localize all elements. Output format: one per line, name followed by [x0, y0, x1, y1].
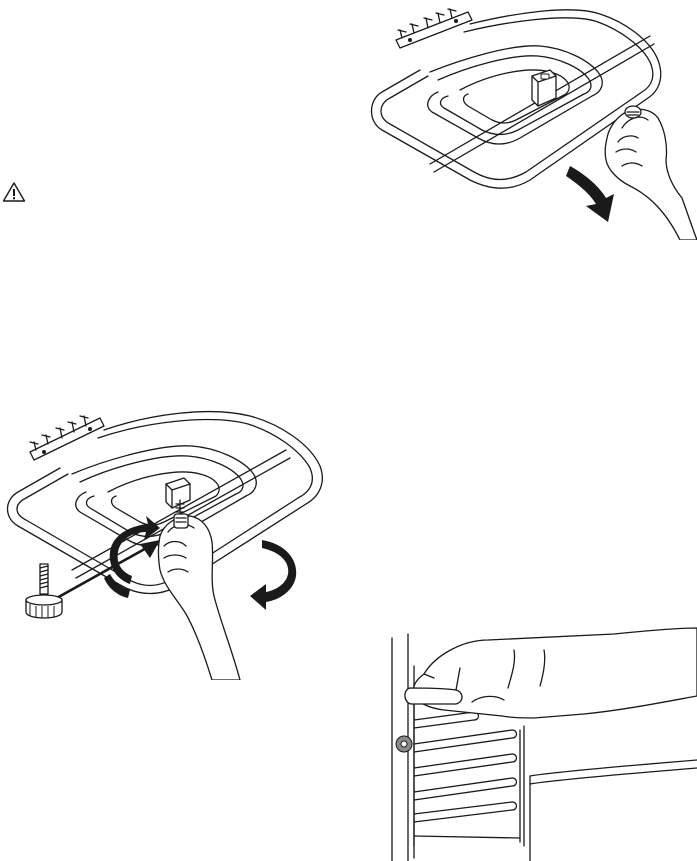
- heating-element-screw-fixing-illustration: [0, 400, 335, 680]
- warning-triangle-icon: [2, 181, 26, 203]
- hand-illustration: [159, 514, 241, 680]
- terminal-plate: [30, 416, 104, 460]
- terminal-plate: [396, 9, 472, 48]
- rotate-arrow-right-icon: [250, 540, 296, 610]
- rotate-down-arrow-icon: [566, 166, 614, 222]
- hand-illustration: [405, 628, 697, 718]
- oven-shelf-support-removal-illustration: [384, 626, 697, 861]
- hand-illustration: [605, 106, 697, 240]
- insert-arrow-icon: [46, 540, 160, 604]
- heating-element-fold-down-illustration: [360, 0, 697, 240]
- element-bracket: [166, 478, 190, 518]
- screw-icon: [26, 564, 62, 618]
